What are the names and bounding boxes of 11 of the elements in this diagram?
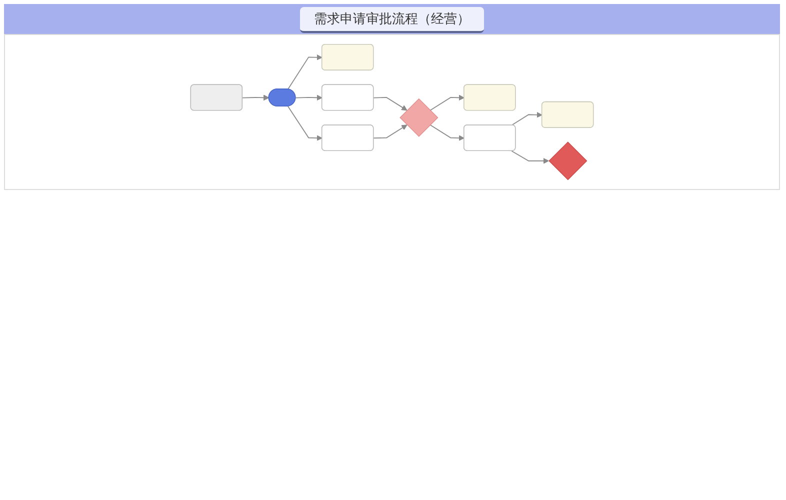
arrow — [288, 106, 322, 141]
arrow — [373, 124, 408, 139]
arrow — [430, 94, 464, 111]
arrow — [511, 150, 549, 164]
diagram-title: 需求申请审批流程（经营） — [300, 7, 484, 33]
arrow — [288, 54, 322, 90]
arrow — [295, 94, 322, 101]
arrow — [511, 112, 542, 126]
arrow — [373, 97, 408, 111]
arrow — [430, 124, 464, 141]
arrow — [242, 94, 270, 101]
